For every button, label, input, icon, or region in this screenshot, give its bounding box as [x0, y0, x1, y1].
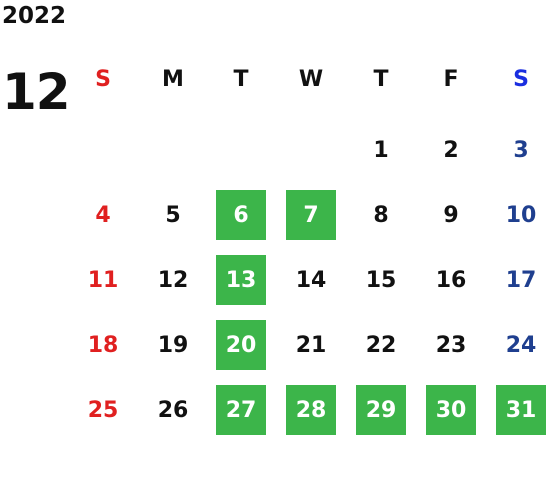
- weekday-header: S: [513, 66, 529, 92]
- calendar-year: 2022: [2, 3, 67, 29]
- day-cell: 18: [87, 332, 119, 358]
- day-cell: 1: [373, 137, 389, 163]
- day-cell: 3: [513, 137, 529, 163]
- day-cell: 8: [373, 202, 389, 228]
- weekday-header: T: [373, 66, 389, 92]
- day-cell: 14: [295, 267, 327, 293]
- day-cell: 13: [216, 255, 266, 305]
- day-cell: 22: [365, 332, 397, 358]
- day-cell: 9: [443, 202, 459, 228]
- day-cell: 16: [435, 267, 467, 293]
- day-cell: 24: [505, 332, 537, 358]
- day-cell: 15: [365, 267, 397, 293]
- day-cell: 28: [286, 385, 336, 435]
- weekday-header: W: [298, 66, 324, 92]
- day-cell: 12: [157, 267, 189, 293]
- weekday-header: M: [162, 66, 184, 92]
- day-cell: 29: [356, 385, 406, 435]
- day-cell: 27: [216, 385, 266, 435]
- day-cell: 11: [87, 267, 119, 293]
- day-cell: 10: [505, 202, 537, 228]
- day-cell: 7: [286, 190, 336, 240]
- day-cell: 20: [216, 320, 266, 370]
- day-cell: 30: [426, 385, 476, 435]
- day-cell: 21: [295, 332, 327, 358]
- weekday-header: S: [95, 66, 111, 92]
- day-cell: 4: [95, 202, 111, 228]
- day-cell: 5: [165, 202, 181, 228]
- day-cell: 19: [157, 332, 189, 358]
- day-cell: 2: [443, 137, 459, 163]
- day-cell: 26: [157, 397, 189, 423]
- day-cell: 25: [87, 397, 119, 423]
- day-cell: 17: [505, 267, 537, 293]
- calendar-month: 12: [2, 63, 71, 121]
- day-cell: 6: [216, 190, 266, 240]
- day-cell: 31: [496, 385, 546, 435]
- day-cell: 23: [435, 332, 467, 358]
- weekday-header: F: [443, 66, 459, 92]
- weekday-header: T: [233, 66, 249, 92]
